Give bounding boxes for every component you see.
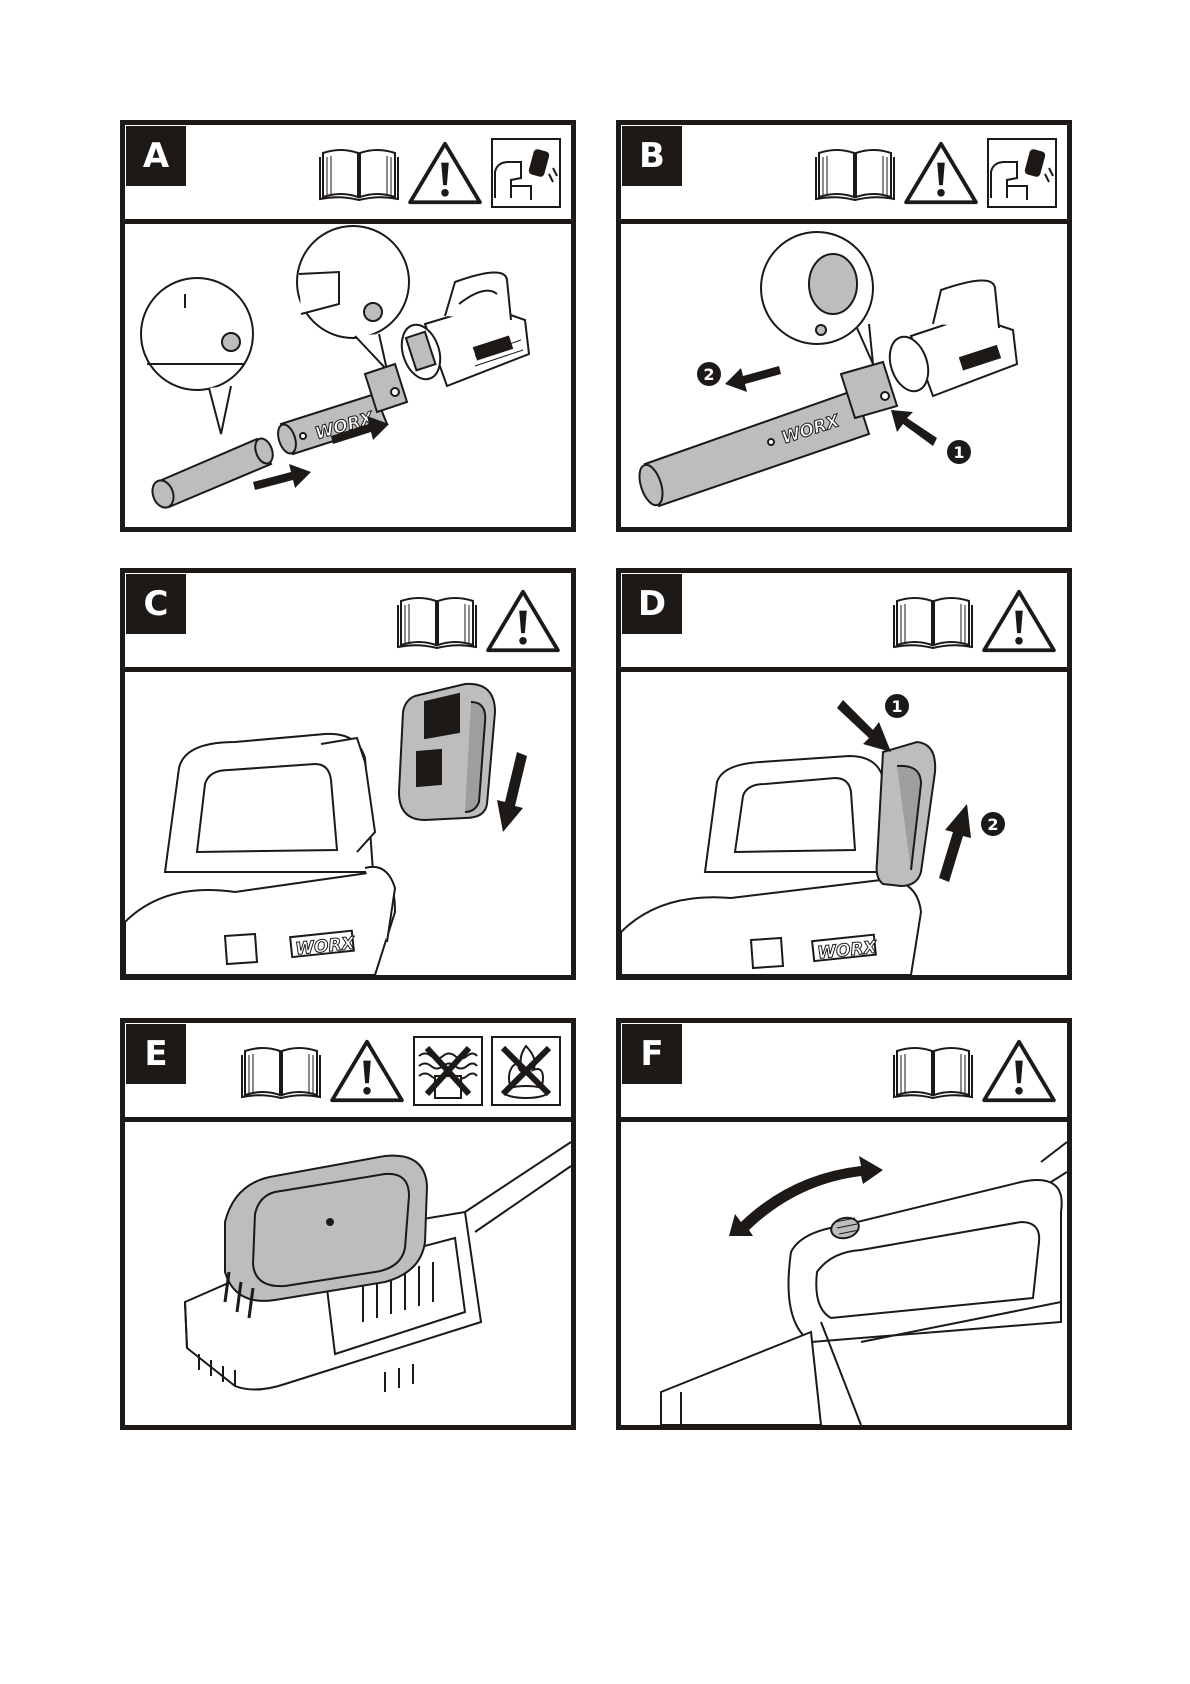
battery-pack [877,742,936,886]
rear-tube [275,364,407,456]
no-water-icon [413,1036,483,1106]
step-number: 2 [987,815,998,834]
panel-letter: A [126,126,186,186]
panel-header: A [125,125,571,224]
warning-icon [981,588,1057,654]
step-number: 1 [891,697,902,716]
panel-letter: C [126,574,186,634]
panel-header: F [621,1023,1067,1122]
manual-book-icon [815,145,895,201]
panel-letter: D [622,574,682,634]
panel-e: E [120,1018,576,1430]
panel-icons [815,137,1057,209]
front-tube [149,436,276,511]
panel-d: D WORX 1 [616,568,1072,980]
panel-body [125,1122,571,1425]
panel-f: F [616,1018,1072,1430]
panel-icons [241,1035,561,1107]
warning-icon [407,140,483,206]
panel-body: WORX 1 2 [621,672,1067,975]
battery-release-illustration: WORX 1 2 [621,672,1067,975]
manual-book-icon [241,1043,321,1099]
detail-bubble [297,226,409,370]
panel-header: C [125,573,571,672]
removal-illustration: WORX 1 2 [621,224,1067,527]
panel-body: WORX [125,672,571,975]
panel-body: WORX 1 2 [621,224,1067,527]
panel-icons [397,585,561,657]
panel-letter: F [622,1024,682,1084]
blower-body [395,272,529,386]
warning-icon [485,588,561,654]
detail-bubble [761,232,873,364]
blower-body [883,280,1017,396]
warning-icon [329,1038,405,1104]
assembled-tube [635,362,897,508]
panel-letter: B [622,126,682,186]
panel-a: A [120,120,576,532]
panel-header: D [621,573,1067,672]
manual-book-icon [319,145,399,201]
blower-handle [661,1142,1067,1425]
warning-icon [903,140,979,206]
assembly-illustration: WORX [125,224,571,527]
warning-icon [981,1038,1057,1104]
step-number: 2 [703,365,714,384]
no-fire-icon [491,1036,561,1106]
manual-book-icon [397,593,477,649]
panel-body [621,1122,1067,1425]
battery-insert-illustration: WORX [125,672,571,975]
remove-battery-icon [491,138,561,208]
detail-bubble [141,278,253,434]
speed-dial-illustration [621,1122,1067,1425]
panel-icons [893,585,1057,657]
panel-b: B WORX [616,120,1072,532]
panel-body: WORX [125,224,571,527]
battery-pack [399,684,495,820]
step-number: 1 [953,443,964,462]
panel-icons [319,137,561,209]
insert-arrow [497,752,527,832]
remove-battery-icon [987,138,1057,208]
panel-header: B [621,125,1067,224]
manual-book-icon [893,1043,973,1099]
panel-c: C WORX [120,568,576,980]
charging-illustration [125,1122,571,1425]
panel-letter: E [126,1024,186,1084]
manual-book-icon [893,593,973,649]
panel-icons [893,1035,1057,1107]
blower-handle [125,734,395,975]
panel-header: E [125,1023,571,1122]
